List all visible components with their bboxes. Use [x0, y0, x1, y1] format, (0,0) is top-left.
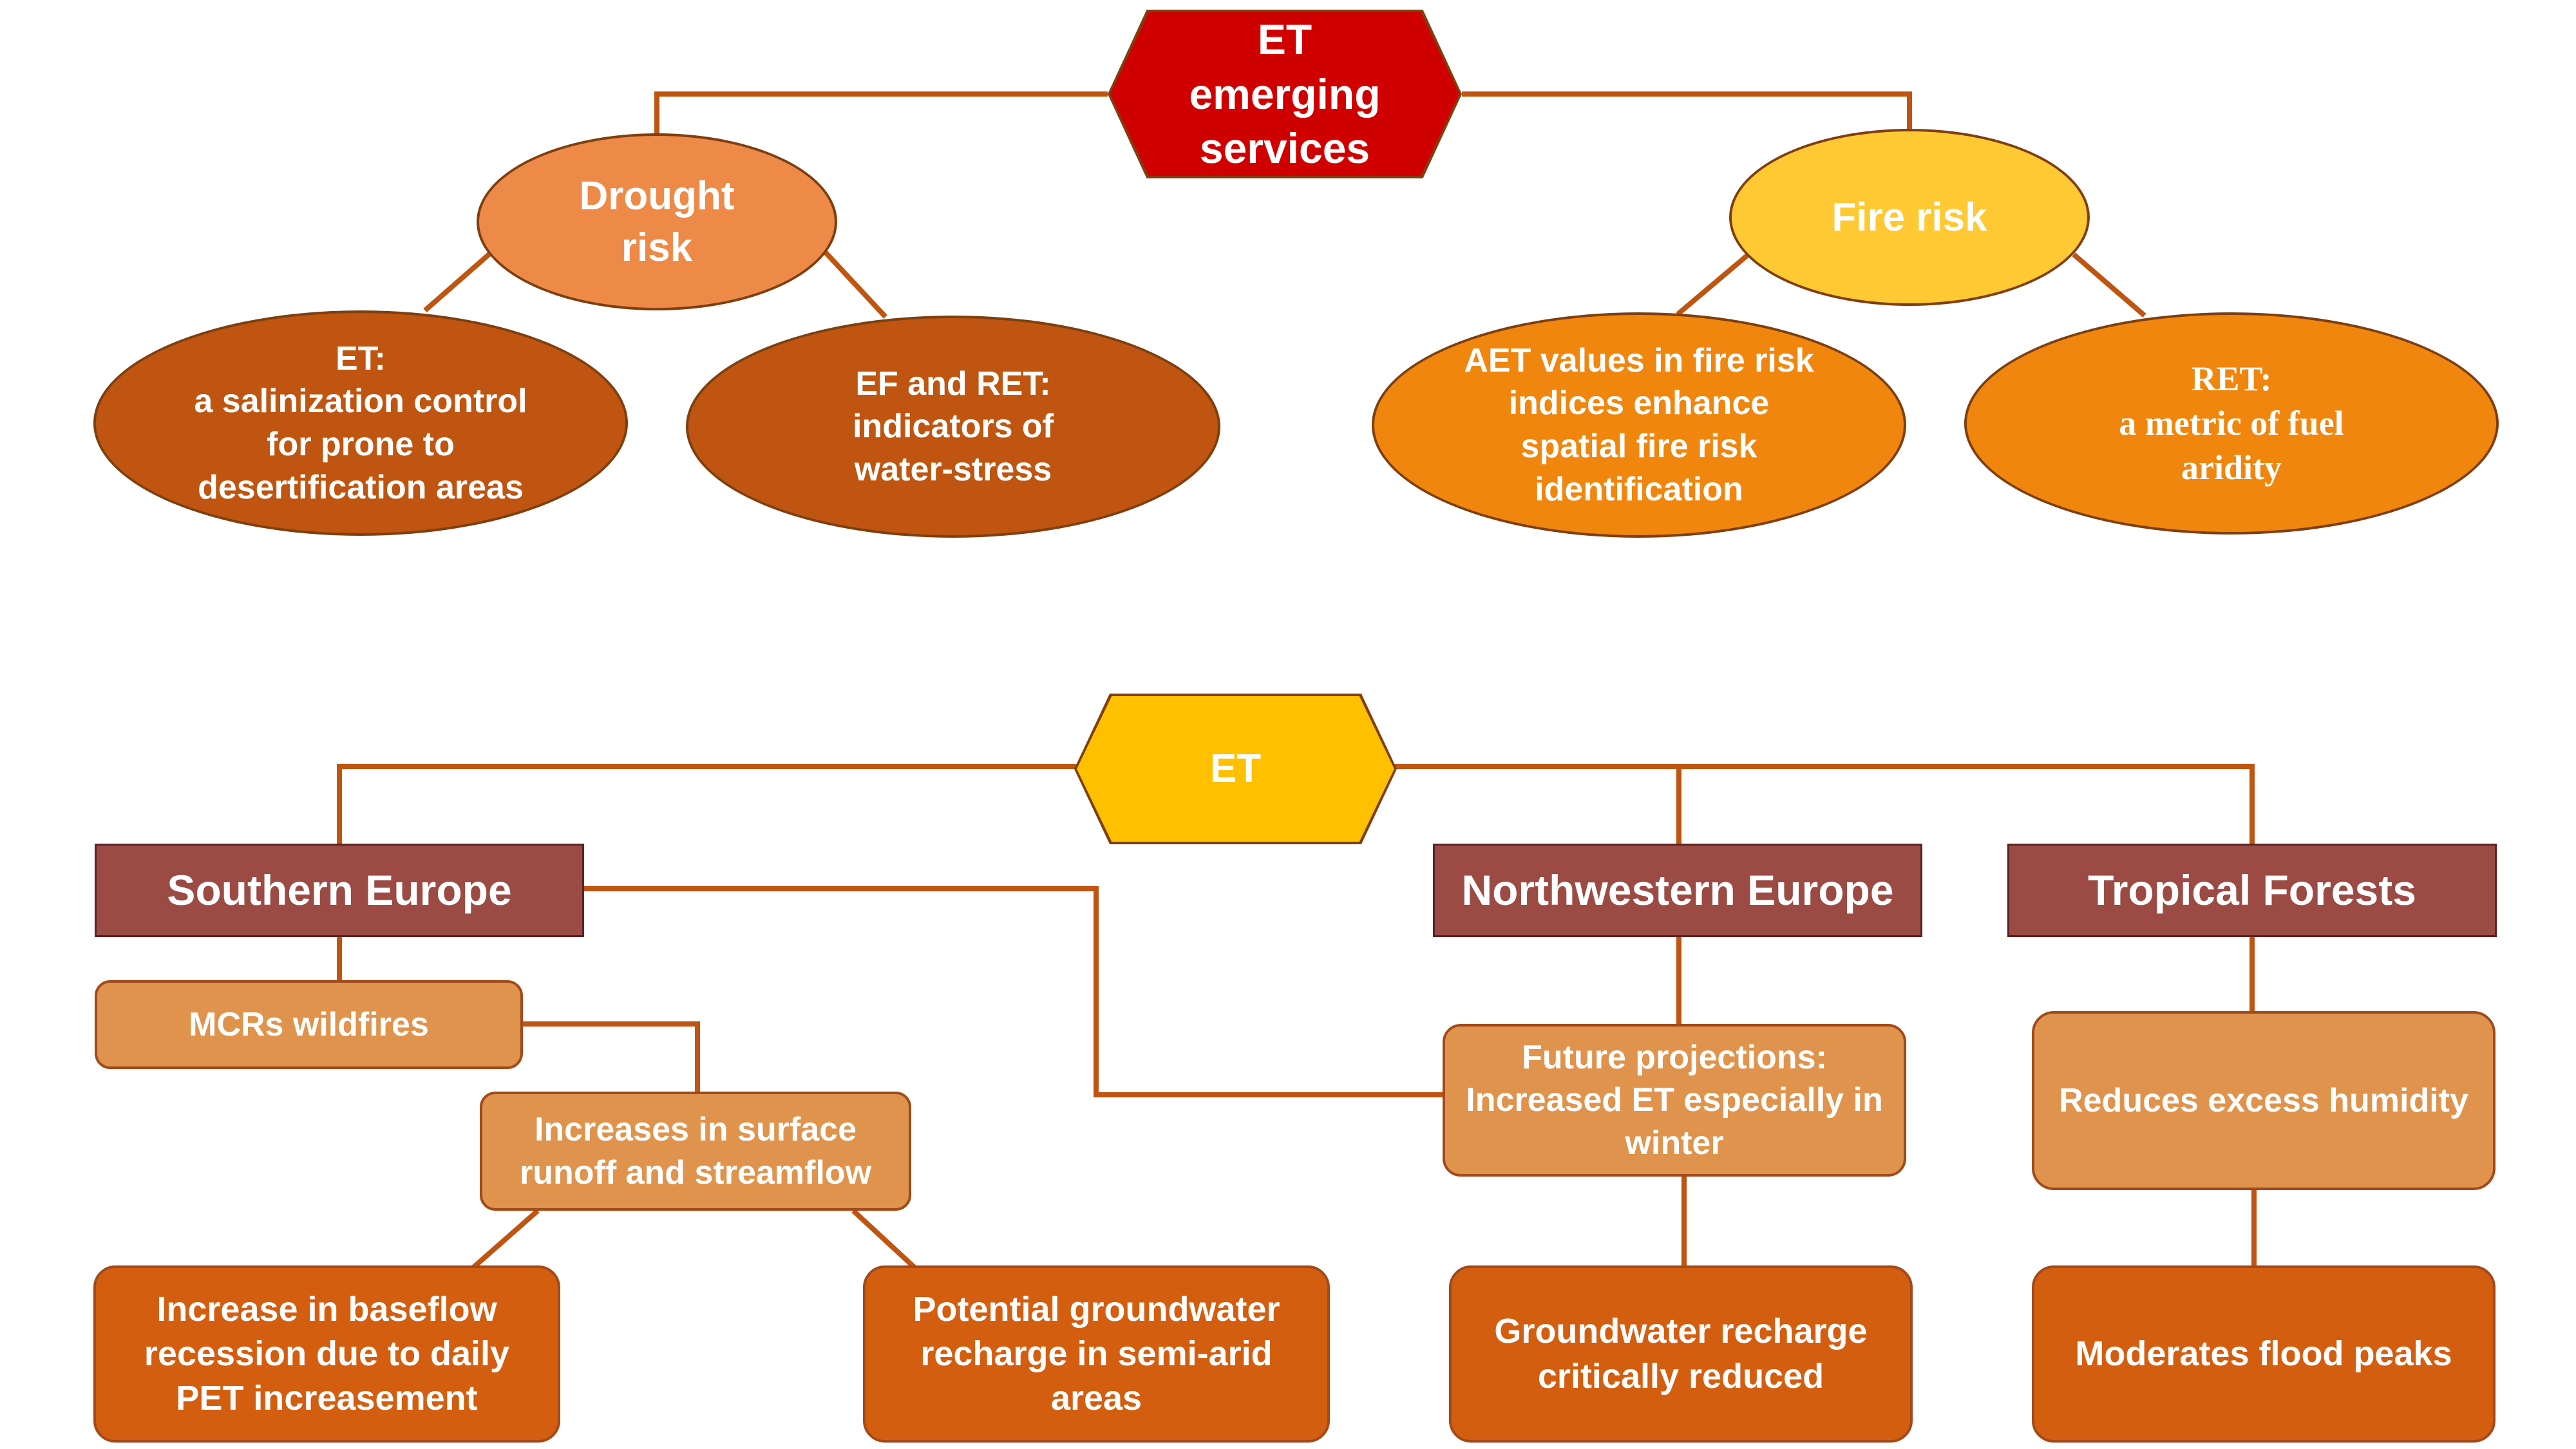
- box-groundwater-recharge-reduced: Groundwater recharge critically reduced: [1449, 1265, 1913, 1443]
- box-groundwater-recharge-reduced-label: Groundwater recharge critically reduced: [1494, 1312, 1868, 1396]
- root-et-label: ET: [1209, 746, 1262, 791]
- connector-drought-to-water-stress: [822, 249, 887, 319]
- box-baseflow-recession-label: Increase in baseflow recession due to da…: [144, 1289, 510, 1418]
- root-et: ET: [1074, 694, 1397, 844]
- root-et-emerging-services-label: ET emerging services: [1189, 15, 1381, 173]
- box-moderates-flood-peaks: Moderates flood peaks: [2032, 1265, 2496, 1443]
- region-southern-europe-label: Southern Europe: [167, 866, 512, 914]
- region-tropical-forests: Tropical Forests: [2007, 844, 2497, 937]
- connector-runoff-to-baseflow: [471, 1208, 540, 1270]
- region-northwestern-europe-label: Northwestern Europe: [1461, 866, 1894, 914]
- box-runoff-streamflow: Increases in surface runoff and streamfl…: [480, 1092, 911, 1211]
- box-baseflow-recession: Increase in baseflow recession due to da…: [93, 1265, 560, 1443]
- box-runoff-streamflow-label: Increases in surface runoff and streamfl…: [519, 1110, 872, 1191]
- connector-root-to-fire: [1462, 91, 1912, 129]
- node-fuel-aridity-label: RET: a metric of fuel aridity: [2119, 359, 2344, 488]
- region-northwestern-europe: Northwestern Europe: [1433, 844, 1922, 937]
- category-drought-risk-label: Drought risk: [579, 174, 735, 270]
- box-future-projections-label: Future projections: Increased ET especia…: [1466, 1038, 1883, 1162]
- connector-wildfires-to-runoff: [522, 1021, 700, 1092]
- root-et-emerging-services: ET emerging services: [1108, 10, 1462, 178]
- node-water-stress-indicators-label: EF and RET: indicators of water-stress: [852, 365, 1054, 488]
- node-water-stress-indicators: EF and RET: indicators of water-stress: [686, 316, 1220, 538]
- connector-root-to-drought: [654, 91, 1108, 135]
- node-fuel-aridity: RET: a metric of fuel aridity: [1964, 312, 2499, 535]
- category-fire-risk: Fire risk: [1729, 129, 2090, 306]
- connector-et-to-tropical: [1679, 764, 2255, 844]
- box-mcrs-wildfires-label: MCRs wildfires: [189, 1005, 429, 1043]
- box-moderates-flood-peaks-label: Moderates flood peaks: [2075, 1334, 2452, 1373]
- region-southern-europe: Southern Europe: [95, 844, 584, 937]
- box-future-projections: Future projections: Increased ET especia…: [1443, 1024, 1906, 1177]
- node-salinization-control-label: ET: a salinization control for prone to …: [194, 339, 527, 506]
- connector-fire-to-fuel: [2072, 252, 2146, 318]
- box-reduces-humidity: Reduces excess humidity: [2032, 1011, 2496, 1190]
- connector-et-to-southern: [337, 764, 1077, 844]
- category-fire-risk-label: Fire risk: [1832, 194, 1987, 240]
- box-groundwater-recharge-semi-arid: Potential groundwater recharge in semi-a…: [863, 1265, 1330, 1443]
- connector-drought-to-salinization: [423, 249, 495, 313]
- connector-fire-to-aet: [1676, 252, 1750, 317]
- connector-runoff-to-recharge: [851, 1209, 916, 1269]
- box-groundwater-recharge-semi-arid-label: Potential groundwater recharge in semi-a…: [913, 1289, 1280, 1418]
- box-reduces-humidity-label: Reduces excess humidity: [2059, 1081, 2468, 1119]
- node-salinization-control: ET: a salinization control for prone to …: [93, 310, 628, 536]
- category-drought-risk: Drought risk: [477, 133, 837, 310]
- box-mcrs-wildfires: MCRs wildfires: [95, 980, 523, 1069]
- node-aet-fire-indices: AET values in fire risk indices enhance …: [1372, 312, 1906, 538]
- node-aet-fire-indices-label: AET values in fire risk indices enhance …: [1464, 341, 1814, 508]
- connector-southern-to-projections: [583, 886, 1446, 1097]
- region-tropical-forests-label: Tropical Forests: [2088, 866, 2416, 914]
